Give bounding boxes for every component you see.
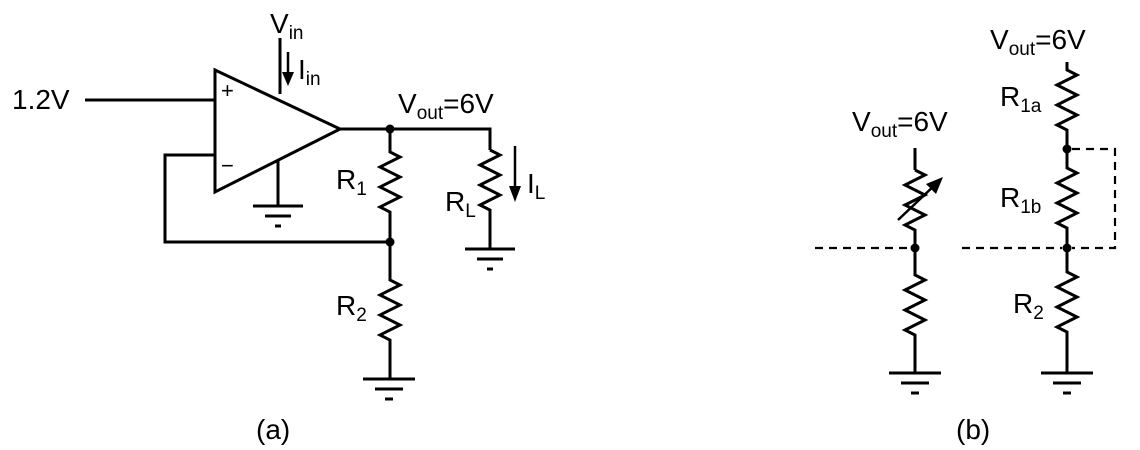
r1b-resistor [1053,149,1081,248]
rl-label: RL [445,186,476,222]
plus-sign: + [221,78,234,103]
iin-arrow-head [282,72,294,86]
vin-label: Vin [270,8,304,44]
vout-label-b-right: Vout=6V [990,24,1086,60]
r1-label: R1 [336,164,367,200]
r2-resistor [376,242,404,378]
rl-resistor [476,148,504,248]
feedback-wire [163,153,390,244]
pot-upper-resistor [901,168,929,248]
r1-resistor [376,129,404,242]
r1a-label: R1a [1000,81,1042,117]
output-wire [340,127,492,150]
ground-symbol-opamp [253,204,303,228]
ground-symbol-r2 [363,377,415,401]
ground-symbol-pot [889,371,941,395]
r2b-resistor [1053,248,1081,372]
ground-symbol-rl [465,247,515,271]
il-label: IL [527,168,546,204]
minus-sign: − [221,153,234,178]
r1a-resistor [1053,62,1081,149]
vout-label-a: Vout=6V [398,88,494,124]
r2-label: R2 [336,290,367,326]
r1b-label: R1b [1000,182,1042,218]
vout-label-b-left: Vout=6V [852,106,948,142]
caption-a: (a) [256,414,291,445]
pot-adjust-arrow-head [926,177,943,194]
il-arrow-head [509,186,521,202]
caption-b: (b) [956,414,991,445]
r2-label-b: R2 [1013,288,1044,324]
ground-symbol-r2b [1041,371,1093,395]
iin-label: Iin [298,54,321,90]
pot-lower-resistor [901,248,929,372]
input-voltage-label: 1.2V [12,84,70,115]
bypass-dashed-loop [1072,147,1117,250]
